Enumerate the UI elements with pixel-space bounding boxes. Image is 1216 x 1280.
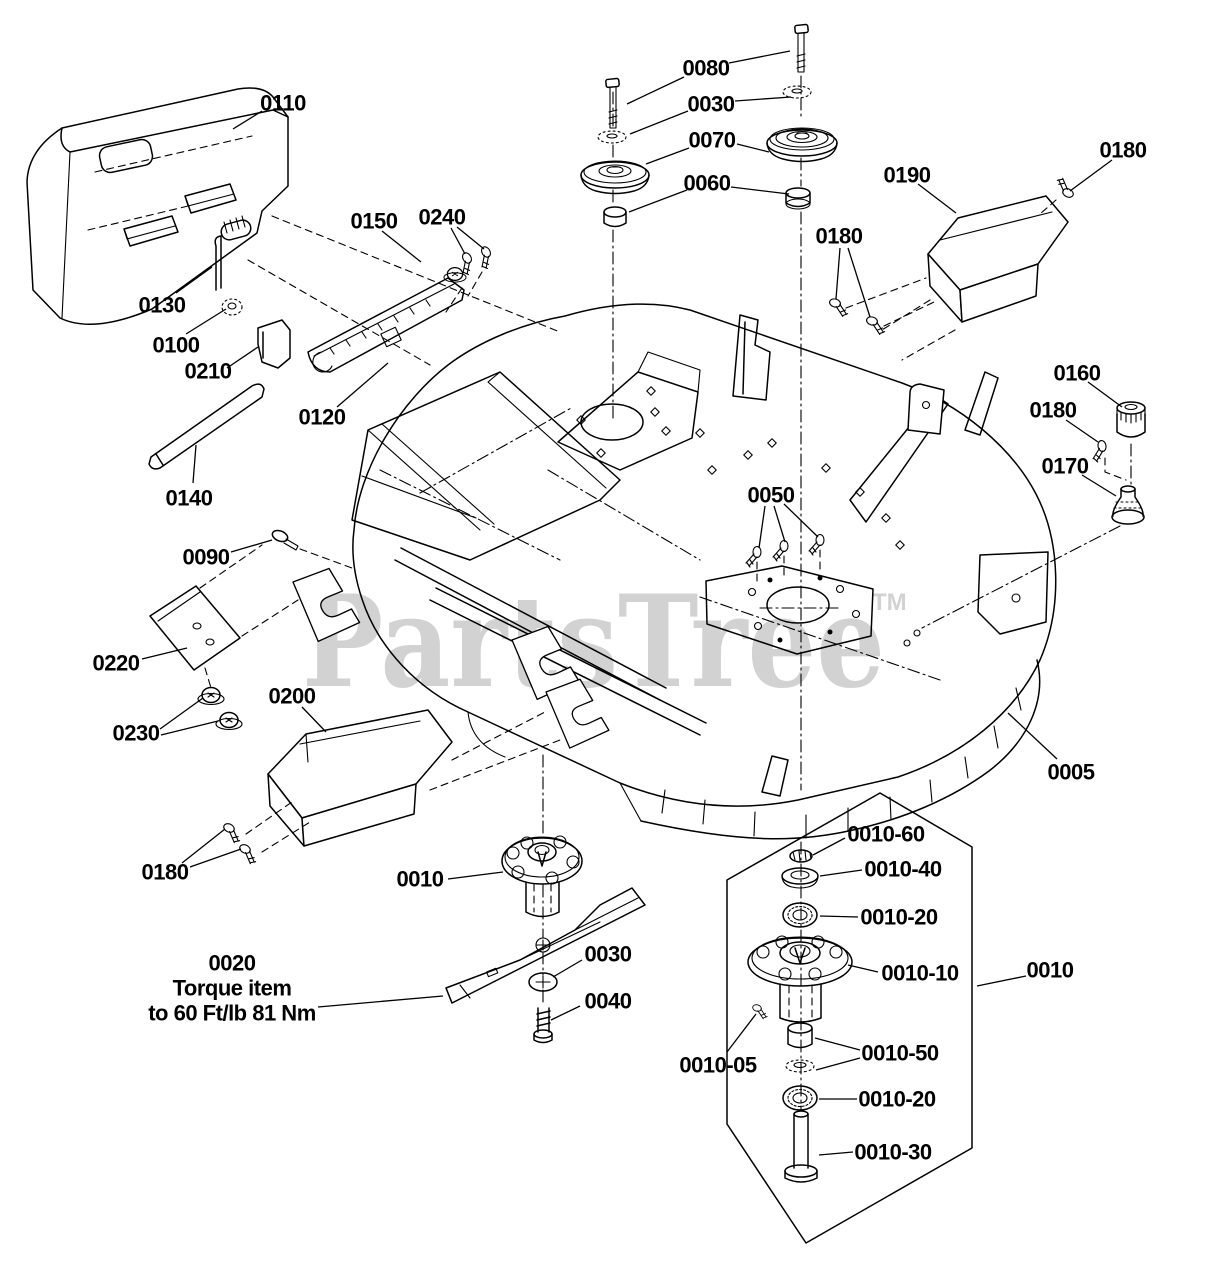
bracket-0210 bbox=[257, 319, 291, 369]
spindle-assembly-0010-center bbox=[501, 754, 583, 1007]
screw-0180-top-right bbox=[1039, 176, 1079, 215]
leader-lines bbox=[141, 50, 1123, 1156]
watermark-text: PartsTree bbox=[302, 568, 885, 716]
washer-0030-bottom bbox=[528, 972, 558, 992]
bolt-0040 bbox=[533, 1007, 553, 1044]
flange-nut-0100 bbox=[221, 298, 243, 316]
latch-arm bbox=[307, 277, 465, 373]
skid-plate-0220 bbox=[149, 544, 299, 689]
flange-nuts-0230 bbox=[197, 686, 243, 731]
cap-0010-60 bbox=[789, 849, 813, 863]
watermark: PartsTree TM bbox=[302, 568, 907, 716]
spacer-0010-50 bbox=[785, 1022, 815, 1073]
idler-hardware-right bbox=[766, 23, 838, 791]
washer-0150 bbox=[443, 266, 467, 283]
shaft-0010-30 bbox=[784, 1110, 818, 1183]
bearing-0010-20-upper bbox=[782, 902, 818, 928]
grommet-0170 bbox=[921, 443, 1145, 629]
belt-cover-0190 bbox=[881, 195, 1069, 361]
spindle-detail-inset bbox=[726, 792, 973, 1244]
deck-shell-0005 bbox=[247, 215, 1057, 840]
spindle-housing-0010-10 bbox=[747, 935, 853, 1023]
screw-0180-right bbox=[1089, 439, 1127, 481]
frame-0120 bbox=[292, 371, 707, 749]
blade-0020 bbox=[445, 887, 646, 1004]
bearing-0010-20-lower bbox=[782, 1085, 818, 1111]
idler-hardware-left bbox=[580, 77, 650, 421]
bolts-0050 bbox=[745, 533, 825, 586]
knob-0160 bbox=[1116, 401, 1146, 438]
belt-cover-0200 bbox=[267, 709, 561, 847]
deck-bolt-holes bbox=[650, 407, 905, 550]
screws-0180-bottom-left bbox=[218, 801, 311, 866]
rod-0140 bbox=[148, 383, 265, 470]
washer-0010-40 bbox=[781, 867, 819, 889]
screws-0180-center bbox=[826, 277, 935, 337]
discharge-chute-0110 bbox=[26, 87, 289, 325]
rod-0130 bbox=[214, 235, 222, 291]
carriage-bolt-0090 bbox=[271, 529, 353, 569]
watermark-tm: TM bbox=[872, 589, 907, 616]
screws-0240 bbox=[445, 244, 498, 313]
